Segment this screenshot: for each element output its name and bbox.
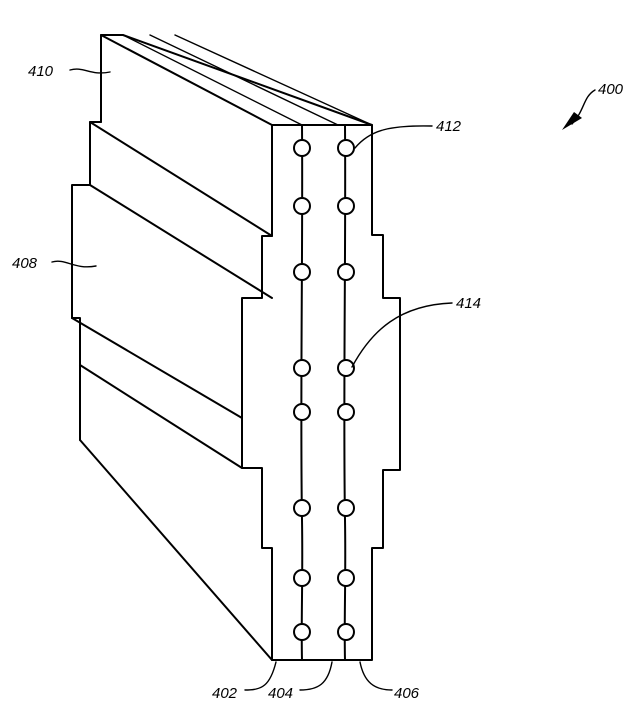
hole-c1-r1 [293, 139, 311, 157]
label-406: 406 [394, 685, 420, 702]
leader-410 [69, 68, 111, 74]
hole-c1-r7 [293, 569, 311, 587]
hole-c2-r5 [337, 403, 355, 421]
hole-c1-r2 [293, 197, 311, 215]
hole-c2-r8 [337, 623, 355, 641]
hole-c1-r3 [293, 263, 311, 281]
front-end-face [271, 124, 401, 661]
hole-c2-r3 [337, 263, 355, 281]
hole-c2-r2 [337, 197, 355, 215]
label-410: 410 [28, 63, 54, 80]
fastener-holes [293, 139, 355, 641]
hole-c2-r4 [337, 359, 355, 377]
label-412: 412 [436, 118, 462, 135]
label-414: 414 [456, 295, 481, 312]
hole-c2-r1 [337, 139, 355, 157]
arrowhead-400 [562, 112, 582, 130]
leader-406 [359, 661, 393, 691]
leader-404 [299, 661, 333, 691]
panel-body [71, 34, 373, 661]
label-404: 404 [268, 685, 293, 702]
label-408: 408 [12, 255, 38, 272]
hole-c1-r6 [293, 499, 311, 517]
hole-c2-r6 [337, 499, 355, 517]
hole-c1-r8 [293, 623, 311, 641]
reference-labels: 410 408 412 414 400 402 404 406 [12, 63, 624, 702]
leader-402 [244, 661, 277, 691]
label-400: 400 [598, 81, 624, 98]
leader-408 [51, 260, 97, 268]
label-402: 402 [212, 685, 238, 702]
hole-c1-r5 [293, 403, 311, 421]
leader-412 [354, 125, 433, 149]
leader-414 [351, 302, 453, 368]
hole-c2-r7 [337, 569, 355, 587]
hole-c1-r4 [293, 359, 311, 377]
leader-lines [51, 68, 596, 691]
